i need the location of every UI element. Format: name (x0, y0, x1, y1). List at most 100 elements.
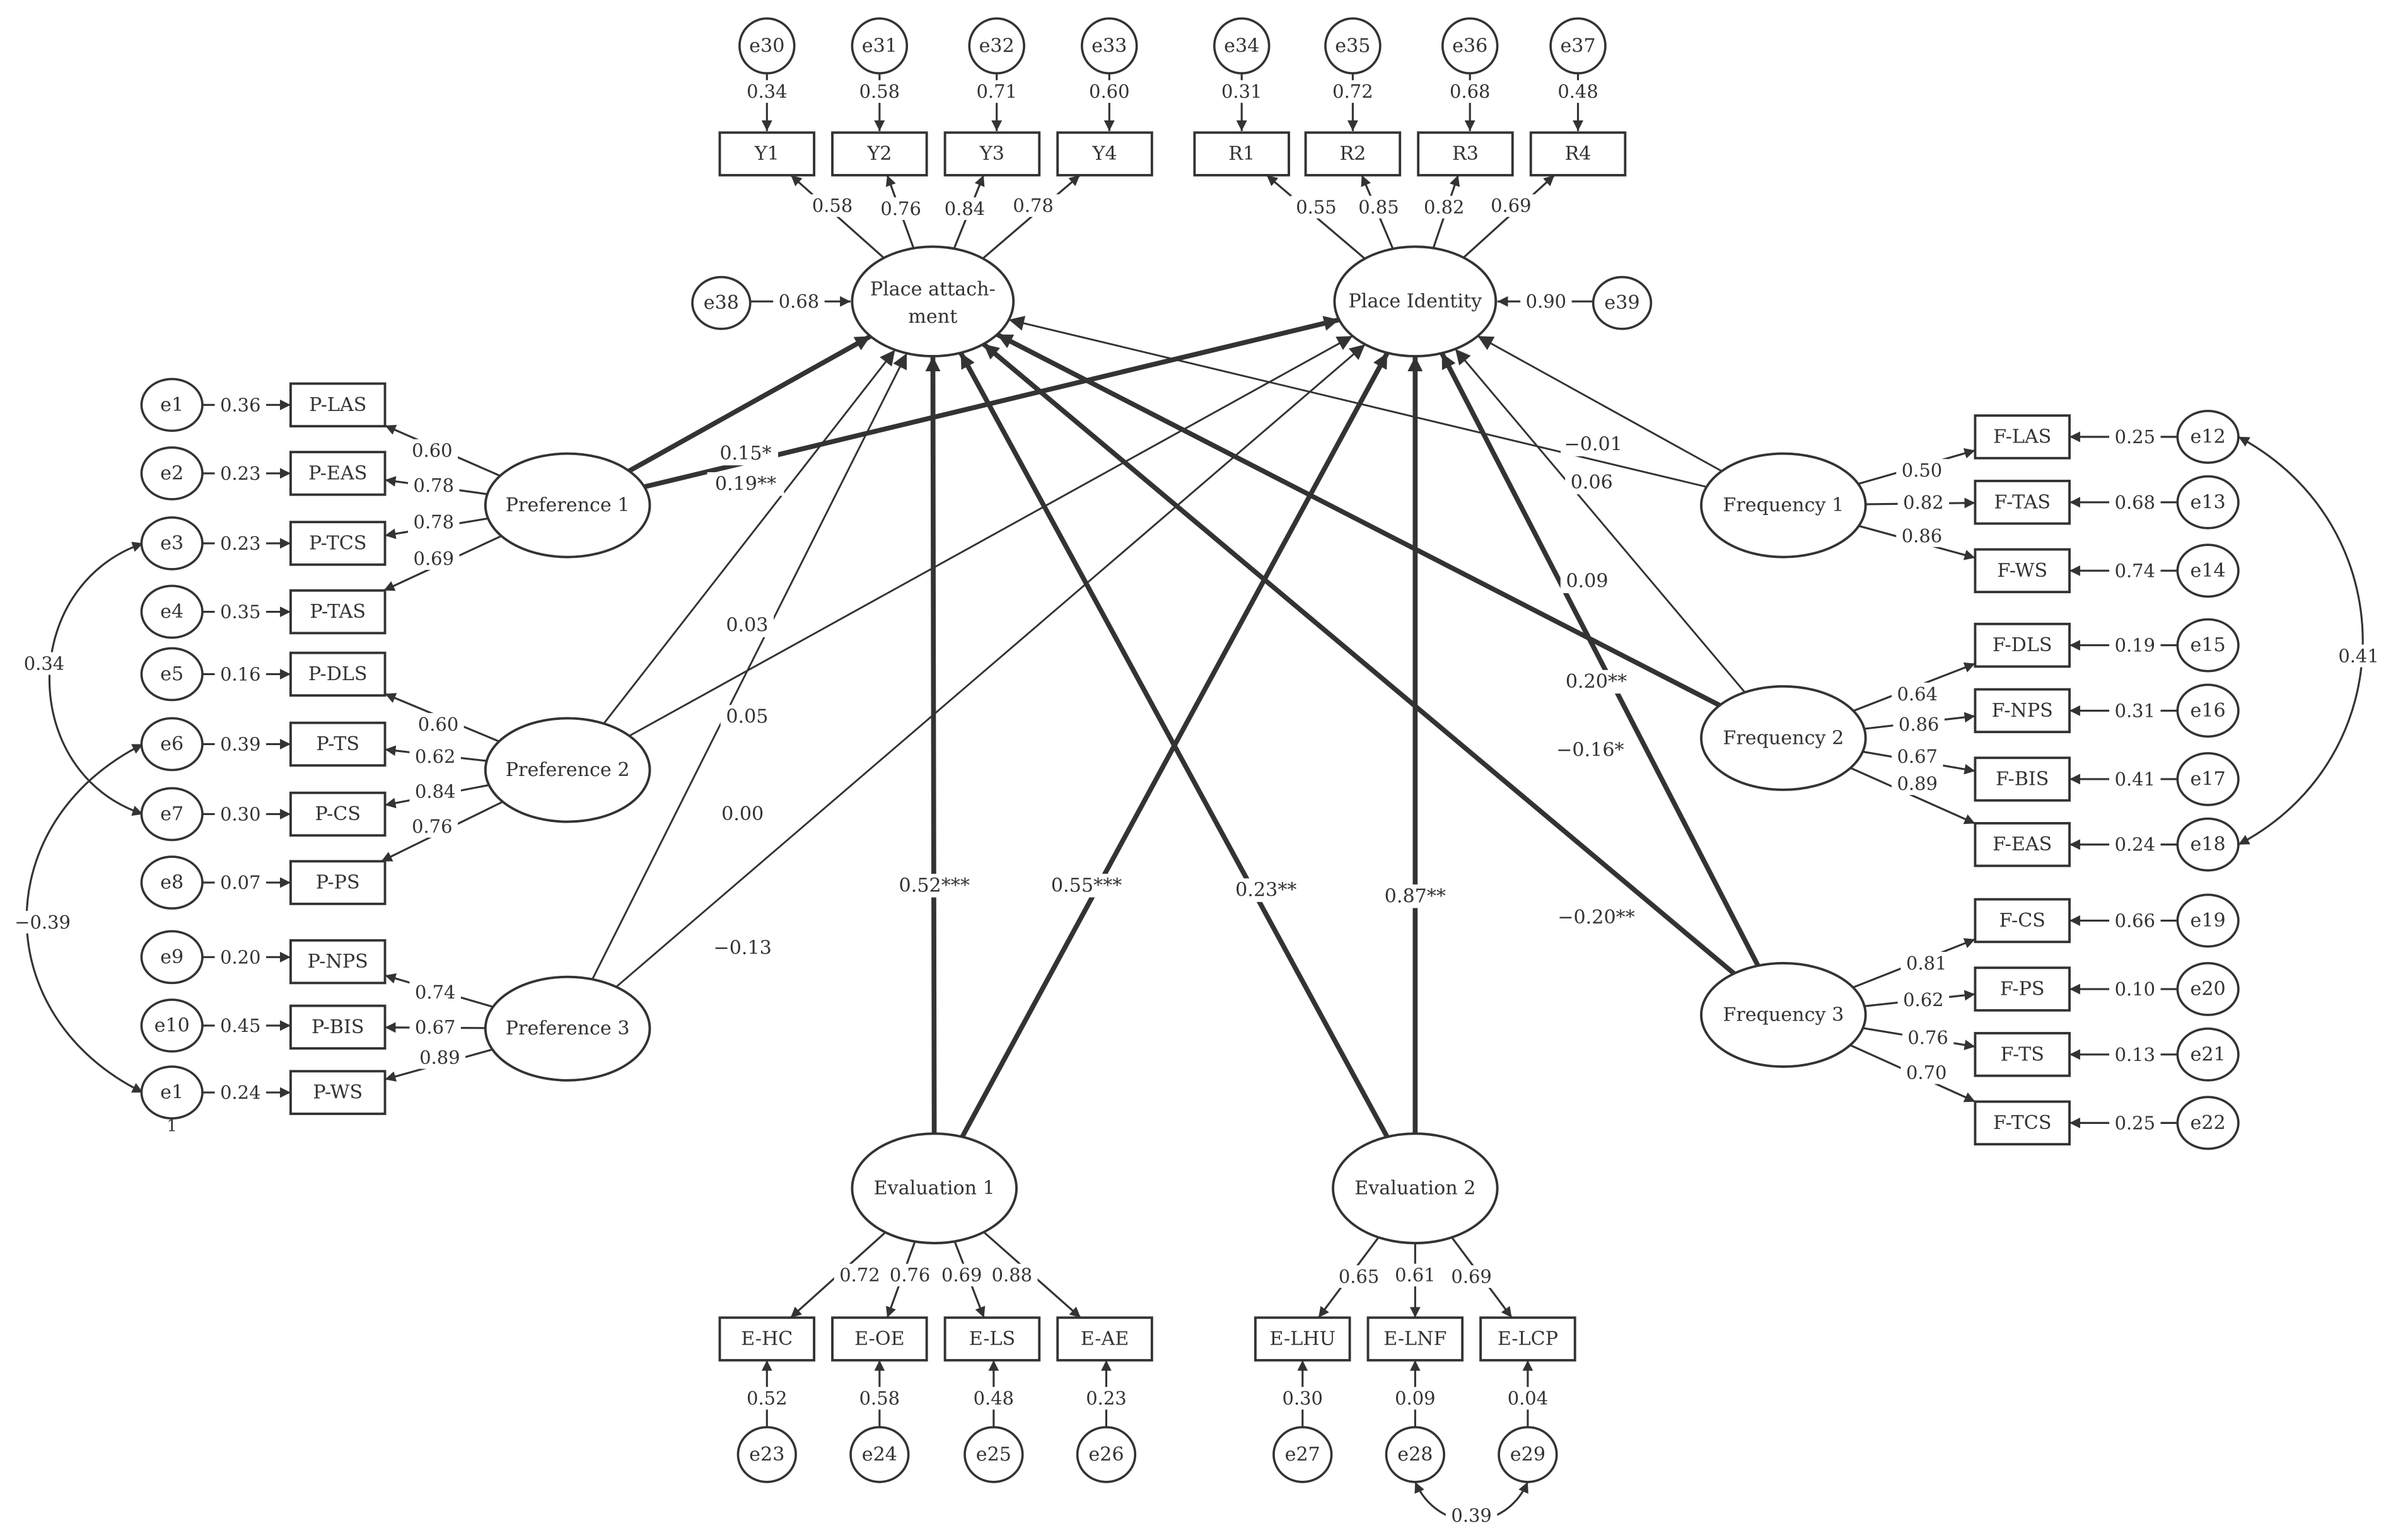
indicator-frequency_3-1-label: F-PS (2000, 978, 2045, 1000)
error-top-5-circle (1324, 17, 1382, 75)
indicator-place_attachment-0-box (718, 131, 816, 177)
covariance-e12-e18-value: 0.41 (2338, 646, 2378, 667)
indicator-frequency_3-0-box (1974, 898, 2071, 944)
error-right-8-circle (2176, 962, 2240, 1016)
error-value-top-7-bg (1552, 80, 1604, 103)
coef-freq1_attach: 0.06 (1571, 472, 1613, 494)
indicator-preference_3-2-label: P-WS (313, 1082, 363, 1104)
coef-pref2_identity-bg (720, 705, 774, 729)
error-value-top-0: 0.34 (747, 81, 787, 102)
loading-frequency_3-1-value-bg (1897, 988, 1950, 1011)
error-value-e38: 0.68 (779, 291, 819, 312)
error-left-5-label: e6 (160, 733, 183, 755)
error-value-right-9: 0.13 (2115, 1044, 2155, 1065)
indicator-evaluation_2-0-label: E-LHU (1269, 1328, 1336, 1350)
error-bottom-5-circle (1385, 1426, 1445, 1483)
coef-eval2_attach: 0.23** (1235, 879, 1296, 901)
error-value-top-3-bg (1083, 80, 1136, 103)
loading-preference_2-0-value-bg (412, 713, 464, 736)
latent-frequency-3-label: Frequency 3 (1723, 1004, 1844, 1026)
indicator-preference_2-0-label: P-DLS (308, 663, 368, 685)
loading-frequency_3-3-value: 0.70 (1906, 1062, 1947, 1084)
loading-preference_2-2-value-bg (409, 780, 461, 803)
loading-frequency_1-2-value: 0.86 (1902, 525, 1942, 547)
loading-place_identity-0-value: 0.55 (1296, 197, 1336, 218)
coef-freq3_identity-bg (1551, 738, 1629, 762)
loading-evaluation_2-0-value: 0.65 (1339, 1266, 1379, 1287)
loading-preference_1-1-value: 0.78 (414, 475, 454, 496)
error-value-right-1-bg (2109, 490, 2161, 514)
error-left-0-circle (140, 378, 204, 432)
error-value-bottom-1: 0.58 (859, 1387, 900, 1409)
error-value-top-0-bg (741, 80, 793, 103)
error-value-right-4: 0.31 (2115, 700, 2155, 721)
coef-pref1_attach-bg (713, 441, 779, 466)
error-left-6-label: e7 (160, 803, 183, 825)
indicator-preference_1-2-box (289, 521, 387, 566)
error-right-6-circle (2176, 817, 2240, 872)
error-left-2-circle (140, 516, 204, 570)
loading-evaluation_1-2-value: 0.69 (941, 1265, 982, 1286)
loading-frequency_2-1-value: 0.86 (1899, 714, 1939, 735)
error-right-10-circle (2176, 1096, 2240, 1150)
indicator-preference_3-1-box (289, 1004, 387, 1050)
indicator-place_attachment-2-box (943, 131, 1041, 177)
loading-frequency_2-3-value-bg (1891, 772, 1943, 796)
coef-pref1_identity-bg (707, 472, 784, 496)
indicator-preference_3-1-label: P-BIS (311, 1016, 364, 1038)
path-freq3_attach (982, 342, 1736, 976)
latent-frequency-2-ellipse (1700, 685, 1867, 791)
error-value-right-3-bg (2109, 634, 2161, 657)
latent-preference-3-ellipse (484, 975, 651, 1082)
loading-evaluation_1-3-value-bg (986, 1263, 1038, 1287)
loading-preference_3-0-value: 0.74 (415, 981, 455, 1003)
indicator-evaluation_1-3-label: E-AE (1081, 1328, 1129, 1350)
loading-frequency_2-3 (1850, 767, 1976, 825)
error-value-left-5-bg (214, 732, 267, 756)
error-left-10-label: e1 (160, 1082, 183, 1104)
error-left-1-circle (140, 446, 204, 501)
coef-pref1_attach: 0.15* (719, 443, 771, 465)
error-left-4-circle (140, 647, 204, 702)
error-right-2-circle (2176, 543, 2240, 598)
latent-preference-3-label: Preference 3 (506, 1017, 630, 1039)
loading-evaluation_2-2-value-bg (1445, 1265, 1498, 1288)
loading-preference_2-1-value: 0.62 (415, 746, 455, 767)
error-value-bottom-4-bg (1277, 1387, 1329, 1410)
coef-eval1_attach: 0.52*** (899, 874, 970, 896)
loading-evaluation_2-2-value: 0.69 (1451, 1266, 1491, 1287)
indicator-evaluation_1-2-box (943, 1316, 1041, 1362)
coef-eval1_attach-bg (890, 874, 979, 898)
error-value-top-5-bg (1327, 80, 1379, 103)
error-value-bottom-3-bg (1080, 1387, 1132, 1410)
indicator-frequency_1-2-label: F-WS (1997, 560, 2047, 582)
latent-evaluation-1-label: Evaluation 1 (874, 1178, 995, 1200)
path-eval1_attach (925, 356, 941, 1134)
loading-frequency_1-0-value-bg (1896, 459, 1948, 482)
error-value-top-7: 0.48 (1557, 81, 1598, 102)
loading-frequency_2-0-value-bg (1891, 682, 1943, 705)
error-bottom-1-circle (849, 1426, 910, 1483)
error-value-bottom-0-bg (741, 1387, 793, 1410)
indicator-place_identity-3-box (1529, 131, 1627, 177)
covariance-e12-e18-value-bg (2332, 644, 2385, 668)
coef-eval1_identity-bg (1042, 874, 1131, 898)
loading-place_attachment-1-value-bg (875, 197, 927, 220)
loading-place_attachment-2-value-bg (939, 197, 991, 220)
error-value-left-4: 0.16 (220, 663, 260, 685)
loading-frequency_3-3-value-bg (1900, 1061, 1952, 1084)
loading-frequency_1-1-value-bg (1897, 490, 1950, 514)
loading-frequency_3-0-value-bg (1900, 952, 1952, 975)
error-value-left-3-bg (214, 600, 267, 623)
indicator-place_attachment-3-box (1056, 131, 1153, 177)
error-value-right-3: 0.19 (2115, 635, 2155, 656)
coef-freq2_attach: 0.20** (1566, 671, 1627, 693)
error-bottom-3-label: e26 (1088, 1444, 1124, 1466)
coef-eval2_identity: 0.87** (1385, 885, 1446, 907)
diagram-nodes (140, 17, 2240, 1483)
error-right-0-circle (2176, 410, 2240, 464)
loading-place_identity-3-value-bg (1485, 194, 1537, 217)
error-bottom-5-label: e28 (1397, 1444, 1433, 1466)
indicator-evaluation_2-2-label: E-LCP (1498, 1328, 1558, 1350)
